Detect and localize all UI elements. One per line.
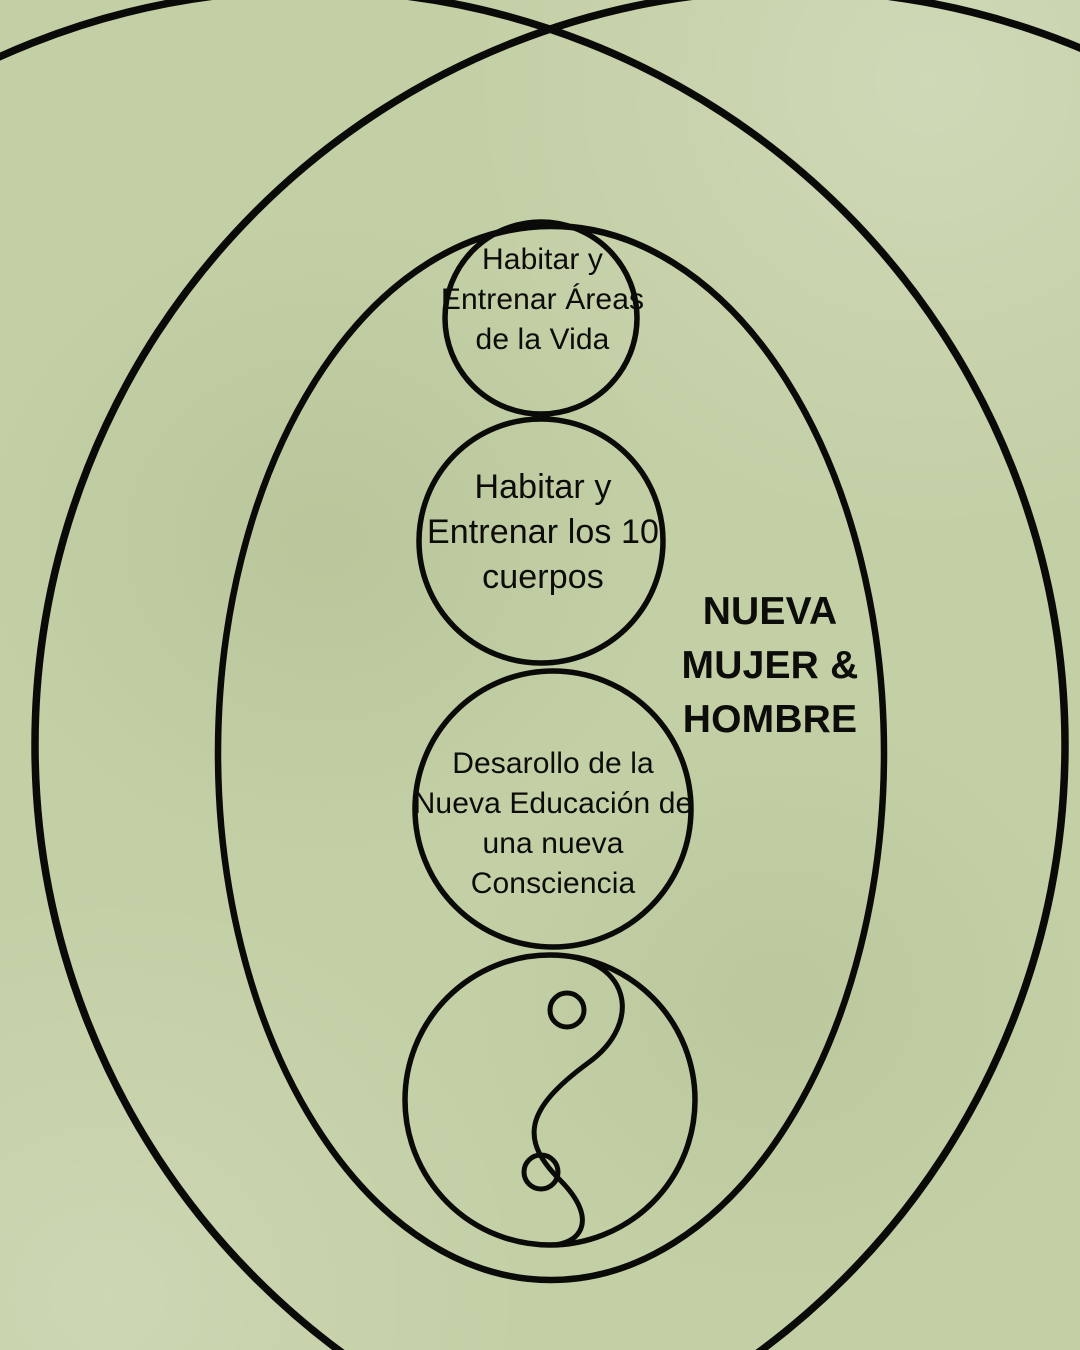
node-label-areas-de-la-vida: Habitar y Entrenar Áreas de la Vida <box>440 243 645 357</box>
central-vesica-ellipse <box>218 226 884 1280</box>
diagram-title: NUEVA MUJER & HOMBRE <box>681 590 859 741</box>
node-circle-areas-de-la-vida[interactable] <box>445 222 637 414</box>
node-circle-nueva-educacion[interactable] <box>415 671 691 947</box>
node-label-diez-cuerpos: Habitar y Entrenar los 10 cuerpos <box>426 468 660 597</box>
outer-circle-right <box>35 0 1080 1350</box>
node-label-nueva-educacion: Desarollo de la Nueva Educación de una n… <box>413 747 693 900</box>
yin-yang-upper-dot <box>550 993 584 1027</box>
node-circle-diez-cuerpos[interactable] <box>419 419 663 663</box>
yin-yang-s-curve <box>534 955 622 1245</box>
yin-yang-lower-dot <box>524 1155 558 1189</box>
yin-yang-icon[interactable] <box>405 955 695 1245</box>
